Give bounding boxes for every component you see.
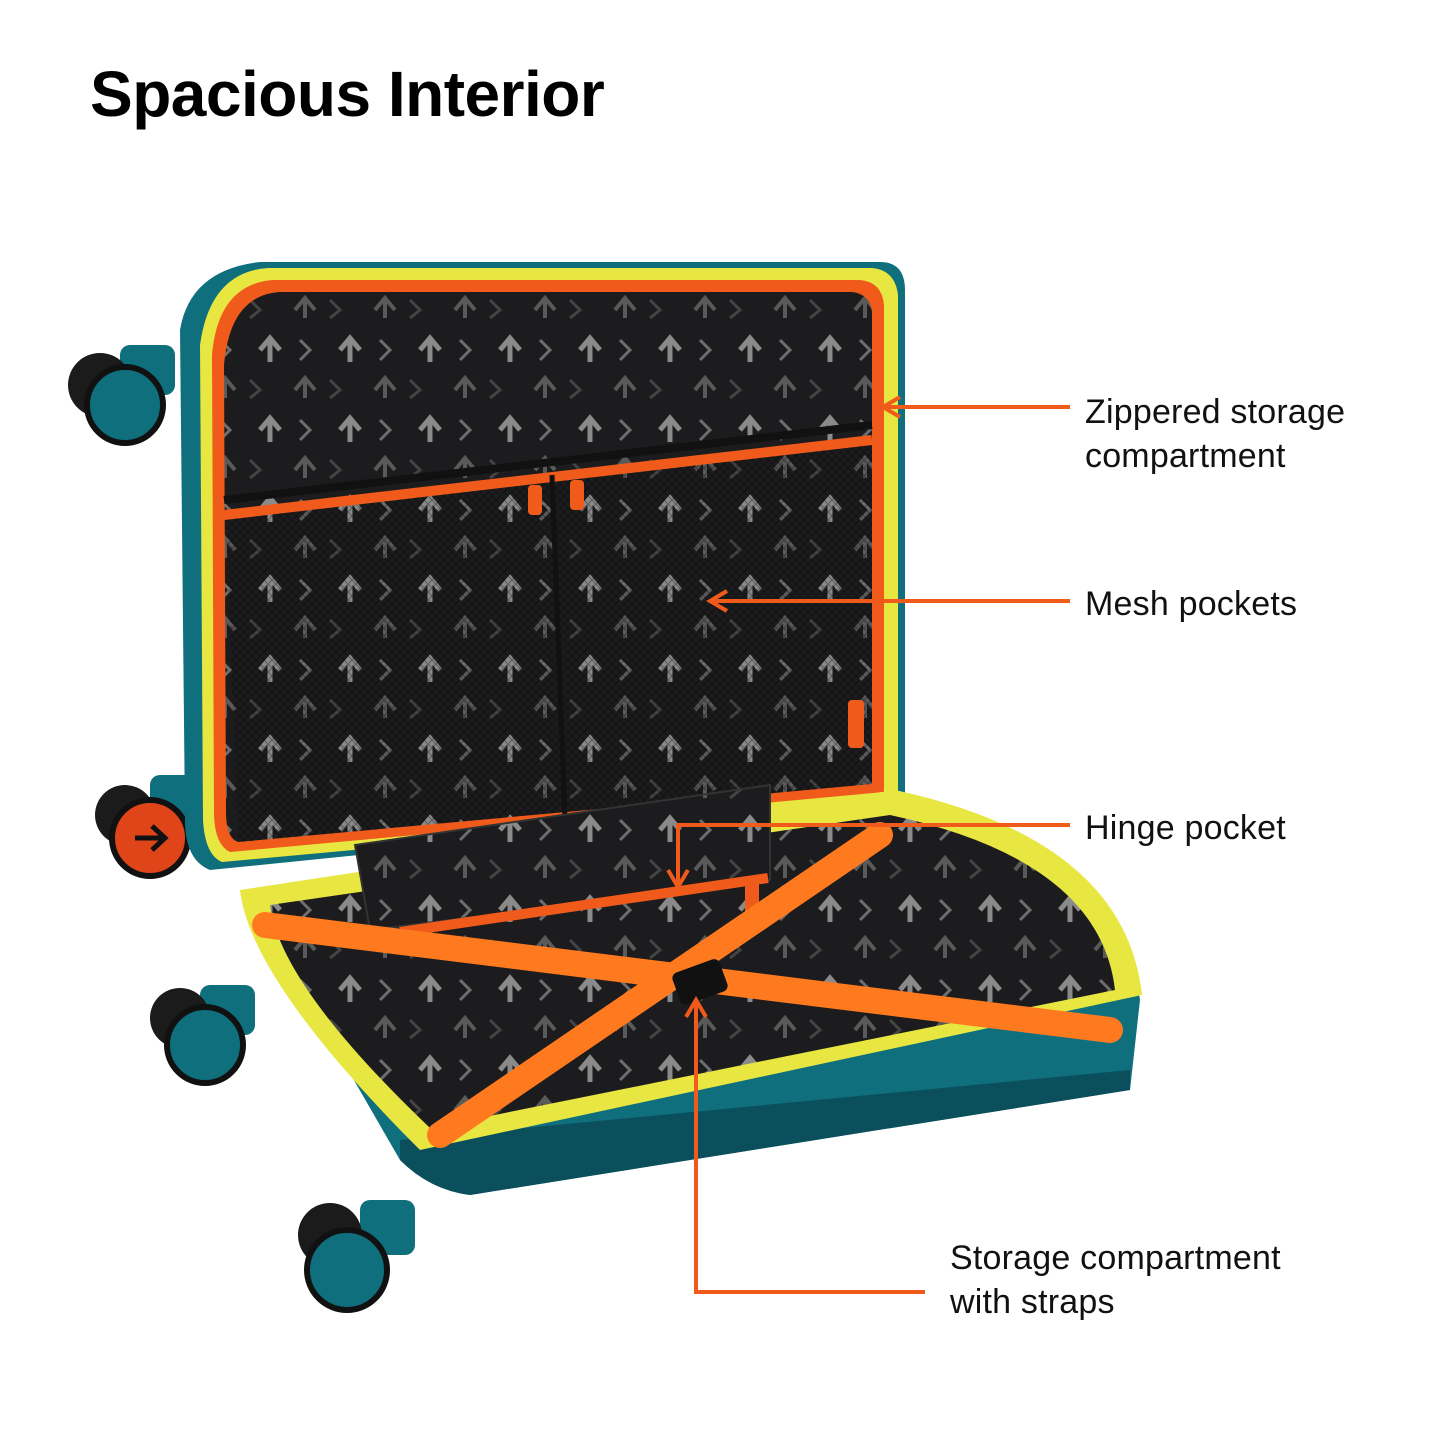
wheel-lower-2 <box>298 1200 415 1313</box>
page-title: Spacious Interior <box>90 58 605 130</box>
wheel-upper-2 <box>95 775 200 879</box>
callout-lines <box>666 395 1070 1294</box>
strap-x <box>252 822 1123 1148</box>
callout-zippered-storage: Zippered storage compartment <box>1085 393 1346 475</box>
wheel-upper-1 <box>68 345 175 446</box>
callout-hinge-pocket: Hinge pocket <box>1085 809 1286 847</box>
wheel-lower-1 <box>150 985 255 1086</box>
callout-storage-straps: Storage compartment with straps <box>950 1239 1281 1321</box>
callout-mesh-pockets: Mesh pockets <box>1085 585 1298 623</box>
